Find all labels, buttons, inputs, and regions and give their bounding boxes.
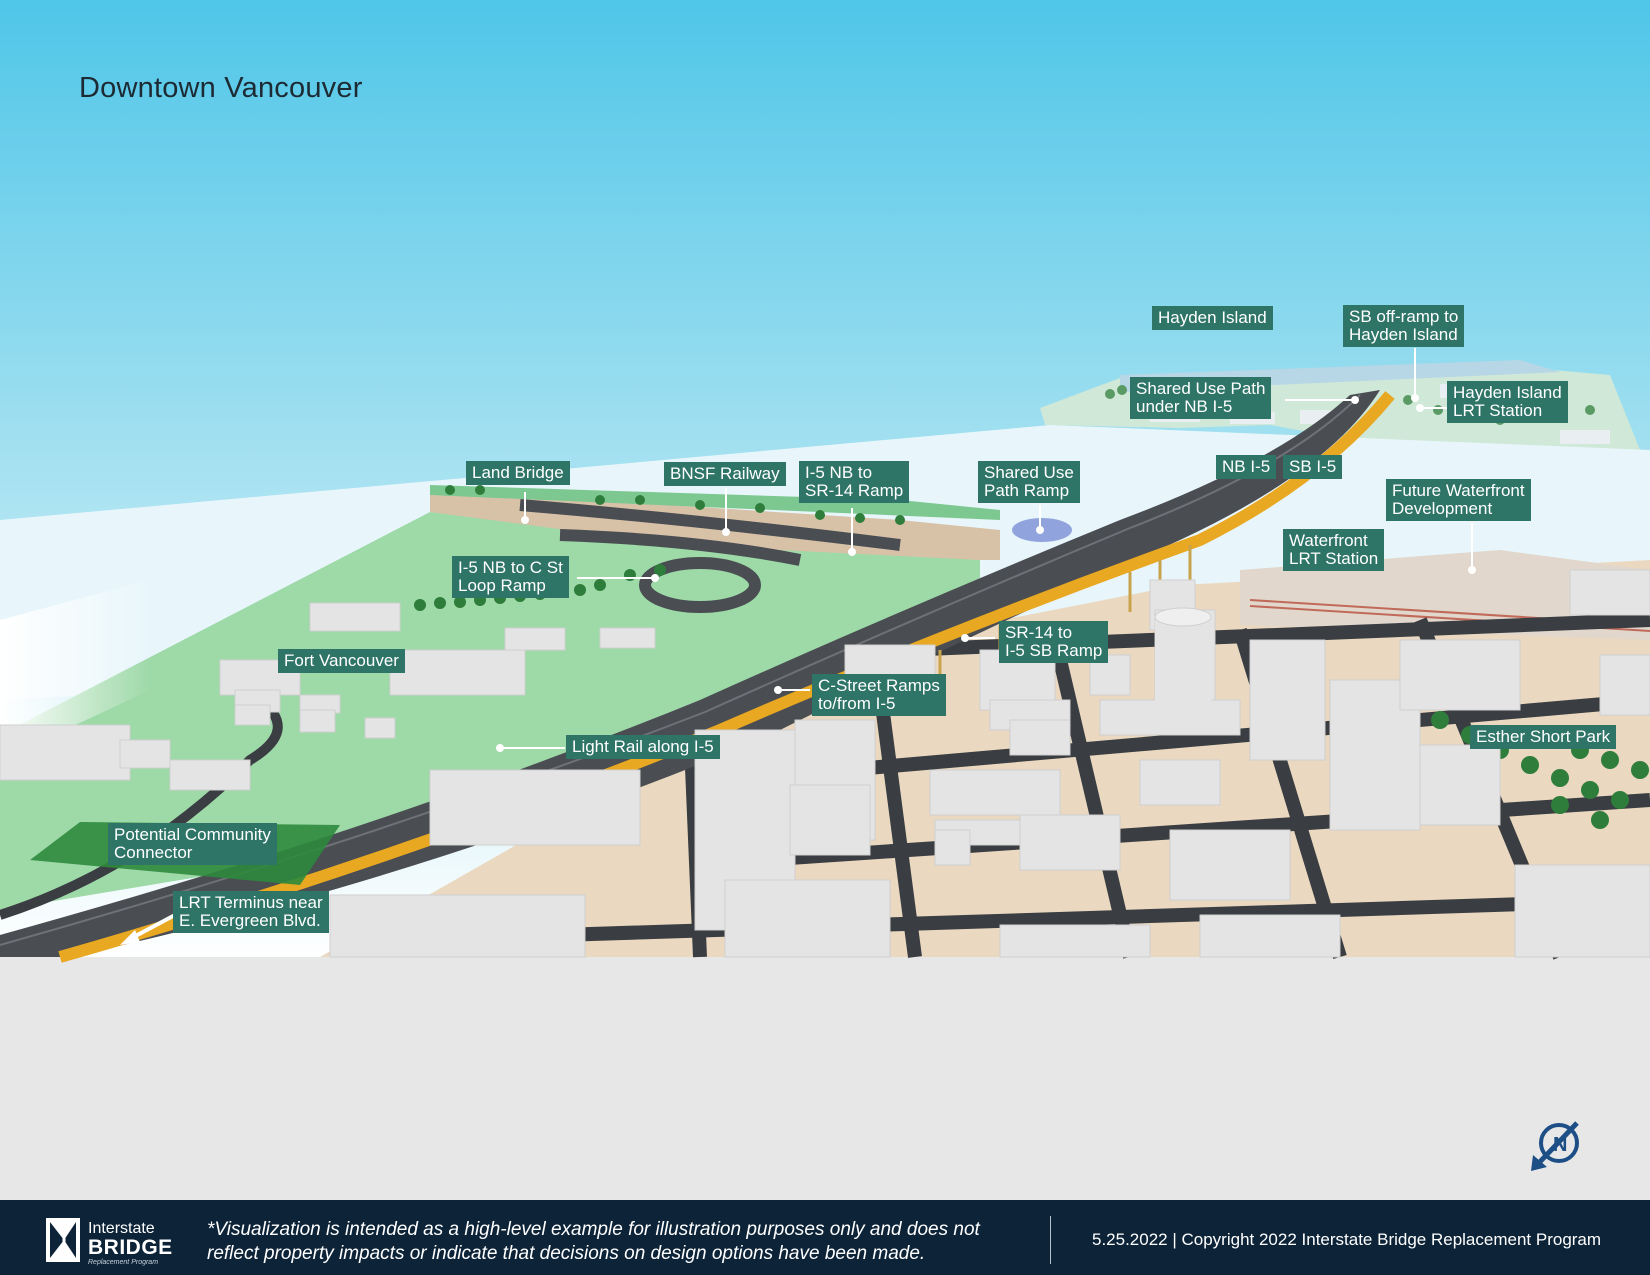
callout-leaders — [500, 348, 1473, 749]
label-text-line2: SR-14 Ramp — [805, 481, 904, 500]
label-land-bridge: Land Bridge — [466, 461, 570, 485]
north-arrow-icon: N — [1531, 1121, 1579, 1171]
label-text-line2: Loop Ramp — [458, 576, 546, 595]
label-text-line1: Potential Community — [114, 825, 271, 844]
label-text: Light Rail along I-5 — [572, 737, 714, 756]
label-text-line2: Hayden Island — [1349, 325, 1458, 344]
label-text-line1: I-5 NB to — [805, 463, 873, 482]
park-haze — [0, 505, 430, 760]
svg-text:N: N — [1553, 1134, 1567, 1156]
label-text-line1: SR-14 to — [1005, 623, 1073, 642]
label-text-line2: LRT Station — [1289, 549, 1379, 568]
label-i5-nb-sr14-ramp: I-5 NB to SR-14 Ramp — [799, 461, 910, 503]
label-community-connector: Potential Community Connector — [108, 823, 277, 865]
label-text-line2: Development — [1392, 499, 1493, 518]
label-bnsf-railway: BNSF Railway — [664, 462, 786, 486]
label-text-line1: I-5 NB to C St — [458, 558, 563, 577]
label-future-waterfront: Future Waterfront Development — [1386, 479, 1531, 521]
label-text-line2: E. Evergreen Blvd. — [179, 911, 321, 930]
cylinder-tower — [1154, 607, 1212, 707]
left-road — [0, 696, 283, 920]
footer: Interstate BRIDGE Replacement Program *V… — [0, 1200, 1650, 1275]
footer-divider — [1050, 1216, 1051, 1264]
label-text: Hayden Island — [1158, 308, 1267, 327]
label-nb-i5: NB I-5 — [1216, 455, 1277, 479]
page-bottom — [0, 957, 1650, 1200]
logo-text-program: Replacement Program — [88, 1259, 159, 1266]
page-title: Downtown Vancouver — [79, 72, 363, 104]
label-esther-short-park: Esther Short Park — [1470, 725, 1617, 749]
label-text: BNSF Railway — [670, 464, 780, 483]
label-light-rail-along-i5: Light Rail along I-5 — [566, 735, 720, 759]
highway-i5 — [0, 390, 1380, 957]
label-shared-use-path-ramp: Shared Use Path Ramp — [978, 461, 1080, 503]
label-hayden-lrt-station: Hayden Island LRT Station — [1447, 381, 1568, 423]
label-sb-offramp: SB off-ramp to Hayden Island — [1343, 305, 1465, 347]
label-text-line1: SB off-ramp to — [1349, 307, 1459, 326]
label-lrt-terminus: LRT Terminus near E. Evergreen Blvd. — [173, 891, 329, 933]
label-text-line2: I-5 SB Ramp — [1005, 641, 1103, 660]
label-text-line1: Hayden Island — [1453, 383, 1562, 402]
label-text: Fort Vancouver — [284, 651, 399, 670]
label-text: Esther Short Park — [1476, 727, 1611, 746]
ibr-logo: Interstate BRIDGE Replacement Program — [44, 1216, 174, 1266]
label-hayden-island: Hayden Island — [1152, 306, 1273, 330]
far-bank-trees — [430, 485, 1000, 520]
label-text: Land Bridge — [472, 463, 564, 482]
copyright-text: 5.25.2022 | Copyright 2022 Interstate Br… — [1092, 1230, 1602, 1249]
logo-text-bridge: BRIDGE — [88, 1236, 173, 1259]
label-text-line2: under NB I-5 — [1136, 397, 1233, 416]
ibr-logo-icon — [46, 1218, 80, 1262]
lrt-terminus-arrow — [120, 913, 176, 945]
label-text-line1: LRT Terminus near — [179, 893, 323, 912]
label-text-line2: Path Ramp — [984, 481, 1070, 500]
left-buildings — [0, 602, 656, 791]
label-text-line1: Future Waterfront — [1392, 481, 1525, 500]
label-sr14-i5-sb-ramp: SR-14 to I-5 SB Ramp — [999, 621, 1109, 663]
disclaimer-text: *Visualization is intended as a high-lev… — [207, 1219, 980, 1264]
label-shared-use-path-under: Shared Use Path under NB I-5 — [1130, 377, 1272, 419]
logo-text-interstate: Interstate — [88, 1220, 155, 1237]
label-text-line2: to/from I-5 — [818, 694, 896, 713]
label-text: SB I-5 — [1289, 457, 1337, 476]
label-text-line2: Connector — [114, 843, 193, 862]
label-c-st-loop-ramp: I-5 NB to C St Loop Ramp — [452, 556, 569, 598]
label-text: NB I-5 — [1222, 457, 1271, 476]
label-text-line1: Waterfront — [1289, 531, 1368, 550]
label-sb-i5: SB I-5 — [1283, 455, 1343, 479]
label-text-line2: LRT Station — [1453, 401, 1543, 420]
label-text-line1: Shared Use Path — [1136, 379, 1266, 398]
label-text-line1: Shared Use — [984, 463, 1074, 482]
label-text-line1: C-Street Ramps — [818, 676, 940, 695]
label-fort-vancouver: Fort Vancouver — [278, 649, 405, 673]
loop-ramp — [519, 499, 901, 613]
label-waterfront-lrt-station: Waterfront LRT Station — [1283, 529, 1385, 571]
label-c-street-ramps: C-Street Ramps to/from I-5 — [812, 674, 946, 716]
